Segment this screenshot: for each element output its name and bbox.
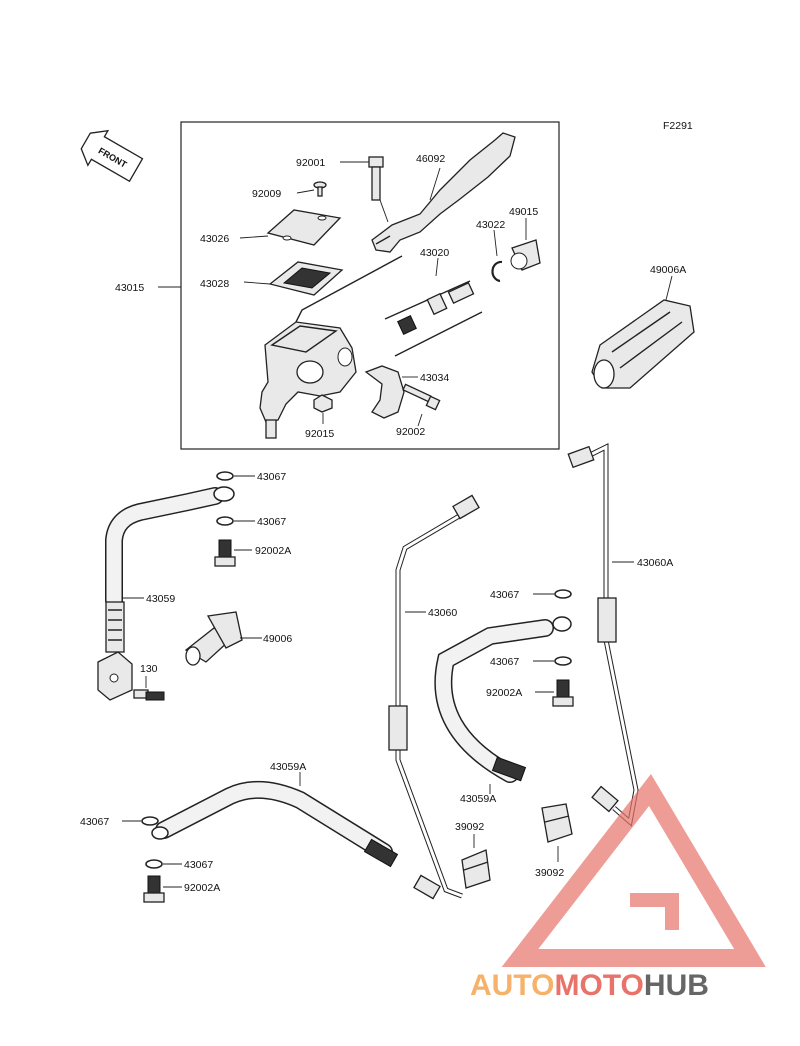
label-43060A: 43060A bbox=[637, 557, 673, 569]
part-43060-brake-pipe bbox=[388, 494, 480, 900]
label-92002: 92002 bbox=[396, 426, 425, 438]
label-43067-d: 43067 bbox=[490, 656, 519, 668]
label-43015: 43015 bbox=[115, 282, 144, 294]
part-39092-clip bbox=[461, 849, 491, 889]
part-43034-clamp bbox=[364, 365, 405, 419]
part-43060A-brake-pipe bbox=[567, 442, 639, 827]
part-43026-reservoir-cap bbox=[266, 209, 342, 246]
label-92009: 92009 bbox=[252, 188, 281, 200]
part-92001-bolt bbox=[368, 156, 389, 223]
part-43067-washer bbox=[554, 589, 572, 599]
label-43034: 43034 bbox=[420, 372, 449, 384]
part-43067-washer bbox=[554, 656, 572, 666]
part-49015-boot bbox=[510, 239, 541, 271]
label-49015: 49015 bbox=[509, 206, 538, 218]
label-92002A-c: 92002A bbox=[184, 882, 220, 894]
label-43060: 43060 bbox=[428, 607, 457, 619]
watermark-part1: AUTO bbox=[470, 969, 554, 1002]
label-46092: 46092 bbox=[416, 153, 445, 165]
label-92015: 92015 bbox=[305, 428, 334, 440]
watermark-text: AUTOMOTOHUB bbox=[470, 969, 709, 1002]
watermark-part3: HUB bbox=[644, 969, 709, 1002]
part-49006-boot bbox=[184, 611, 243, 666]
label-92002A-b: 92002A bbox=[486, 687, 522, 699]
label-39092-b: 39092 bbox=[535, 867, 564, 879]
part-43067-washer bbox=[216, 471, 234, 481]
part-39092-clip bbox=[541, 803, 573, 843]
part-92009-screw bbox=[313, 181, 327, 197]
part-92002A-banjo-bolt bbox=[143, 875, 165, 903]
label-43067-b: 43067 bbox=[257, 516, 286, 528]
label-130: 130 bbox=[140, 663, 158, 675]
part-43067-washer bbox=[145, 859, 163, 869]
label-43026: 43026 bbox=[200, 233, 229, 245]
label-43028: 43028 bbox=[200, 278, 229, 290]
watermark-logo bbox=[501, 774, 766, 967]
label-49006: 49006 bbox=[263, 633, 292, 645]
part-92002A-banjo-bolt bbox=[552, 679, 574, 707]
label-43067-c: 43067 bbox=[490, 589, 519, 601]
part-92002-bolt bbox=[402, 383, 441, 411]
part-43059A-brake-hose bbox=[434, 616, 572, 783]
part-43067-washer bbox=[216, 516, 234, 526]
label-43067-e: 43067 bbox=[80, 816, 109, 828]
label-92001: 92001 bbox=[296, 157, 325, 169]
part-49006A-boot bbox=[591, 299, 695, 389]
part-43059A-brake-hose bbox=[151, 780, 399, 868]
figure-code: F2291 bbox=[663, 120, 693, 132]
part-43028-diaphragm bbox=[268, 261, 344, 296]
label-43059A-b: 43059A bbox=[270, 761, 306, 773]
watermark-part2: MOTO bbox=[554, 969, 643, 1002]
label-39092-a: 39092 bbox=[455, 821, 484, 833]
label-43067-f: 43067 bbox=[184, 859, 213, 871]
master-cylinder-assembly-box bbox=[180, 121, 560, 450]
label-43059: 43059 bbox=[146, 593, 175, 605]
part-46092-lever bbox=[371, 132, 516, 253]
label-43022: 43022 bbox=[476, 219, 505, 231]
part-130-bolt bbox=[133, 689, 165, 701]
label-49006A: 49006A bbox=[650, 264, 686, 276]
label-92002A-a: 92002A bbox=[255, 545, 291, 557]
part-43022-circlip bbox=[491, 260, 503, 283]
label-43059A-a: 43059A bbox=[460, 793, 496, 805]
part-43067-washer bbox=[141, 816, 159, 826]
label-43020: 43020 bbox=[420, 247, 449, 259]
part-43059-brake-hose bbox=[97, 486, 235, 701]
part-43020-piston-kit bbox=[384, 280, 483, 357]
master-cylinder-body bbox=[259, 255, 403, 439]
part-92002A-banjo-bolt bbox=[214, 539, 236, 567]
label-43067-a: 43067 bbox=[257, 471, 286, 483]
part-92015-nut bbox=[313, 394, 333, 413]
front-arrow-icon: FRONT bbox=[80, 129, 144, 183]
